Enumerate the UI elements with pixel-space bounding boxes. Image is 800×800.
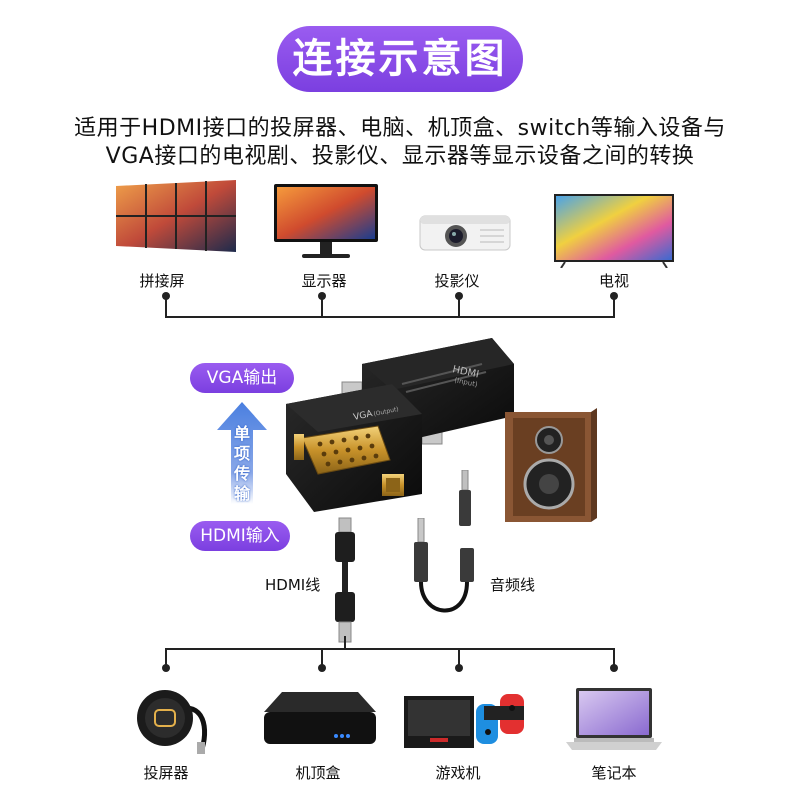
source-label-laptop: 笔记本 [591,764,637,782]
audio-cable-icon [414,518,474,613]
bottom-bracket-dot-3 [455,664,463,672]
display-label-projector: 投影仪 [434,272,480,290]
hdmi-vga-adapter: HDMI (Input) VGA (Output) [286,338,514,512]
display-label-video-wall: 拼接屏 [139,272,185,290]
top-bracket-drop-2 [321,296,323,318]
video-wall-icon [116,180,236,252]
bottom-bracket-dot-4 [610,664,618,672]
screen-caster-icon [137,690,208,754]
top-bracket-bar [165,316,615,318]
description-line-2: VGA接口的电视剧、投影仪、显示器等显示设备之间的转换 [105,144,695,169]
top-bracket-dot-4 [610,292,618,300]
audio-jack-plug-icon [459,470,471,526]
vga-output-tag: VGA输出 [190,363,294,393]
source-label-game-console: 游戏机 [435,764,481,782]
top-bracket-drop-3 [458,296,460,318]
svg-text:VGA: VGA [353,409,375,423]
tv-icon [554,194,674,268]
arrow-up-icon [217,402,267,504]
top-bracket-dot-2 [318,292,326,300]
direction-text: 单 项 传 输 [233,424,250,503]
audio-cable-label: 音频线 [490,576,536,594]
set-top-box-icon [264,692,376,744]
top-bracket-drop-1 [165,296,167,318]
projector-icon [419,215,511,251]
hdmi-cable-icon [335,517,355,643]
display-label-tv: 电视 [598,272,629,290]
bottom-bracket-cable-link [344,636,346,648]
bottom-bracket-bar [165,648,615,650]
bottom-bracket-drop-4 [613,648,615,668]
hdmi-cable-label: HDMI线 [265,576,321,594]
hdmi-input-tag: HDMI输入 [190,521,290,551]
bottom-bracket-dot-2 [318,664,326,672]
speaker-icon [505,408,597,522]
monitor-icon [274,184,378,258]
source-label-set-top-box: 机顶盒 [295,764,341,782]
bottom-bracket-dot-1 [162,664,170,672]
svg-text:HDMI: HDMI [451,364,479,380]
bottom-bracket-drop-3 [458,648,460,668]
source-label-screen-caster: 投屏器 [143,764,189,782]
display-label-monitor: 显示器 [301,272,347,290]
top-bracket-drop-4 [613,296,615,318]
laptop-icon [566,688,662,750]
page-title: 连接示意图 [277,26,523,92]
description-line-1: 适用于HDMI接口的投屏器、电脑、机顶盒、switch等输入设备与 [74,116,726,141]
top-bracket-dot-3 [455,292,463,300]
bottom-bracket-drop-2 [321,648,323,668]
game-console-icon [404,694,524,748]
top-bracket-dot-1 [162,292,170,300]
bottom-bracket-drop-1 [165,648,167,668]
